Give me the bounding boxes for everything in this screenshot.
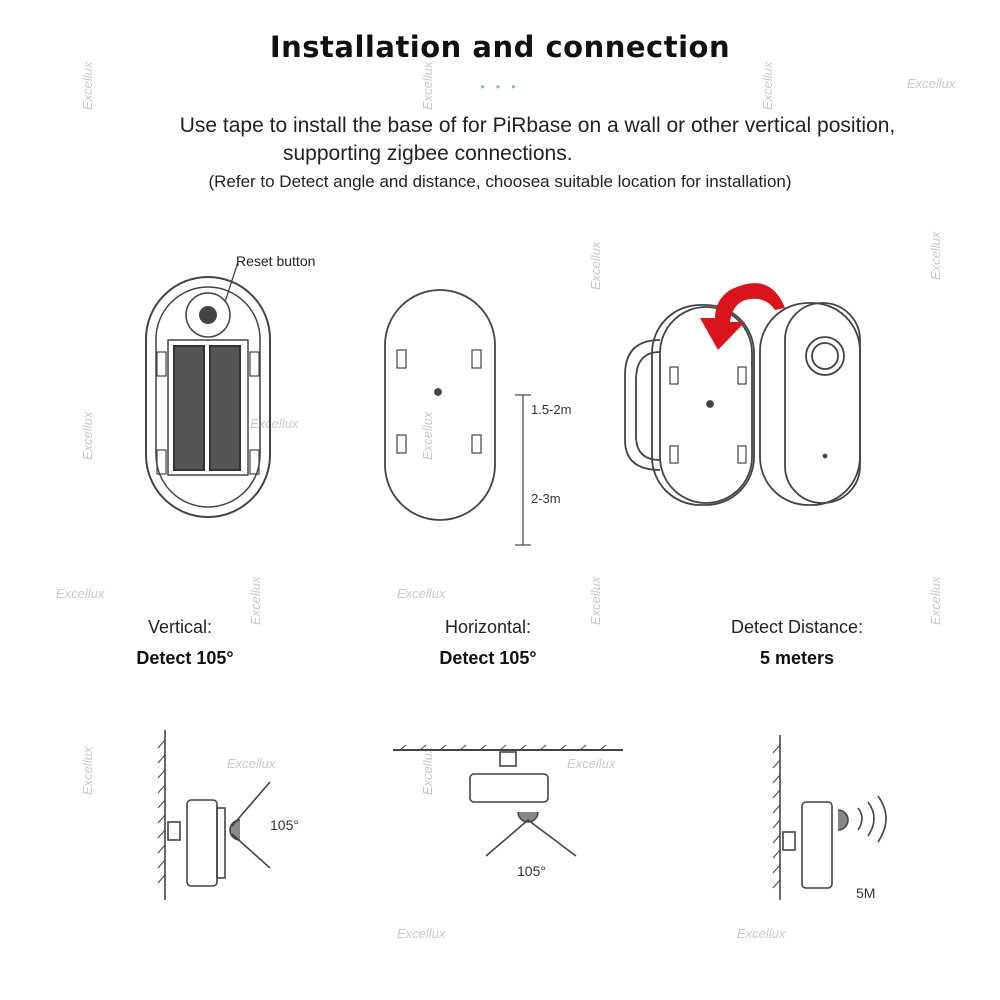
- svg-text:Excellux: Excellux: [737, 926, 786, 941]
- svg-text:Excellux: Excellux: [80, 746, 95, 795]
- description-line-2: supporting zigbee connections.: [283, 142, 573, 165]
- vertical-angle-diagram: [157, 730, 271, 900]
- spec-horizontal-label: Horizontal:: [444, 617, 532, 637]
- battery-compartment-diagram: [145, 261, 271, 518]
- spec-vertical-label: Vertical:: [147, 617, 213, 637]
- svg-text:Excellux: Excellux: [397, 926, 446, 941]
- svg-text:Excellux: Excellux: [907, 76, 956, 91]
- svg-text:Excellux: Excellux: [420, 746, 435, 795]
- svg-text:Excellux: Excellux: [420, 411, 435, 460]
- page-title: Installation and connection: [269, 30, 731, 64]
- title-divider-dots: • • •: [480, 80, 520, 94]
- description-note: (Refer to Detect angle and distance, cho…: [208, 172, 792, 191]
- svg-text:Excellux: Excellux: [567, 756, 616, 771]
- svg-text:Excellux: Excellux: [80, 61, 95, 110]
- base-plate-diagram: [384, 289, 531, 546]
- distance-label: 5M: [856, 885, 875, 901]
- spec-horizontal-value: Detect 105°: [439, 648, 537, 668]
- svg-text:Excellux: Excellux: [928, 231, 943, 280]
- svg-text:Excellux: Excellux: [928, 576, 943, 625]
- spec-vertical-value: Detect 105°: [136, 648, 234, 668]
- reset-button-label: Reset button: [236, 253, 315, 269]
- svg-text:Excellux: Excellux: [588, 241, 603, 290]
- svg-text:Excellux: Excellux: [760, 61, 775, 110]
- description-line-1: Use tape to install the base of for PiRb…: [179, 114, 896, 137]
- watermarks: Excellux Excellux Excellux Excellux Exce…: [56, 61, 956, 941]
- spec-distance-value: 5 meters: [759, 648, 835, 668]
- svg-text:Excellux: Excellux: [80, 411, 95, 460]
- height-upper-label: 1.5-2m: [531, 402, 571, 417]
- rotate-arrow-icon: [700, 283, 785, 350]
- svg-text:Excellux: Excellux: [250, 416, 299, 431]
- svg-text:Excellux: Excellux: [248, 576, 263, 625]
- spec-distance-label: Detect Distance:: [730, 617, 864, 637]
- svg-text:Excellux: Excellux: [397, 586, 446, 601]
- svg-text:Excellux: Excellux: [56, 586, 105, 601]
- svg-text:Excellux: Excellux: [227, 756, 276, 771]
- svg-text:Excellux: Excellux: [588, 576, 603, 625]
- svg-text:Excellux: Excellux: [420, 61, 435, 110]
- vertical-angle-label: 105°: [270, 817, 299, 833]
- horizontal-angle-diagram: [393, 744, 623, 857]
- height-lower-label: 2-3m: [531, 491, 561, 506]
- attach-sensor-diagram: [624, 302, 861, 506]
- distance-diagram: [772, 735, 887, 900]
- horizontal-angle-label: 105°: [517, 863, 546, 879]
